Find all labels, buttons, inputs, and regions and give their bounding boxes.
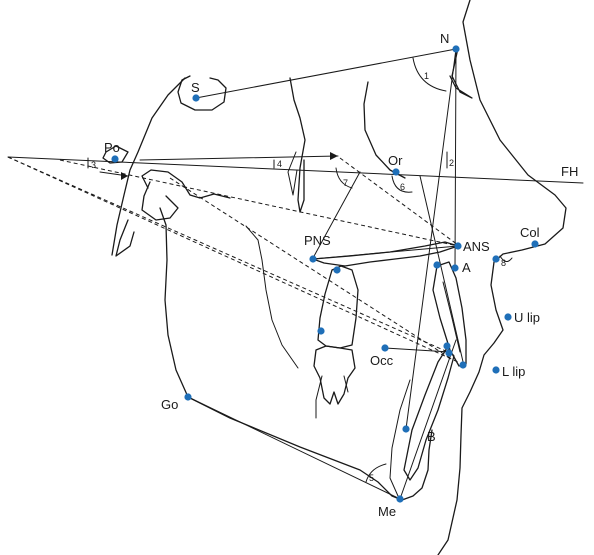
label-me: Me (378, 504, 396, 519)
upper-incisor-root (442, 281, 461, 353)
landmark-point-ulip (504, 313, 512, 321)
landmark-point-ans (454, 242, 462, 250)
angle-arc-6 (391, 175, 413, 193)
mastoid (115, 219, 135, 257)
landmark-point-pns (309, 255, 317, 263)
landmark-point-ul-root (443, 342, 451, 350)
upper-molar (317, 265, 359, 349)
landmark-point-ui-root (433, 261, 441, 269)
mandible-outline (159, 207, 433, 501)
angle-number-8: 8 (501, 258, 506, 268)
label-go: Go (161, 397, 178, 412)
orbit-wall (287, 151, 298, 196)
label-llip: L lip (502, 364, 525, 379)
lower-incisor-axis (399, 339, 457, 500)
landmark-point-incisor-tip-upper (459, 361, 467, 369)
landmark-point-llip (492, 366, 500, 374)
label-or: Or (388, 153, 403, 168)
angle-arc-7 (335, 167, 353, 189)
angle-number-1: 1 (424, 71, 429, 81)
mandibular-plane (187, 396, 401, 500)
reference-lines (7, 48, 584, 500)
landmark-point-po (111, 155, 119, 163)
landmark-point-molar-lower (317, 327, 325, 335)
angle-arc-5 (365, 463, 387, 483)
landmark-point-occ (381, 344, 389, 352)
dashed-projection-2 (7, 156, 459, 363)
landmark-point-a (451, 264, 459, 272)
angle-number-2: 2 (449, 158, 454, 168)
label-col: Col (520, 225, 540, 240)
coronoid (141, 181, 179, 221)
angle-number-6: 6 (400, 182, 405, 192)
label-ulip: U lip (514, 310, 540, 325)
landmark-point-go (184, 393, 192, 401)
landmark-point-col (531, 240, 539, 248)
dashed-projection-3 (59, 159, 459, 247)
molar-root (315, 375, 349, 419)
fh-arrow (139, 155, 339, 161)
n-b-line (405, 48, 457, 430)
angle-arc-1 (412, 57, 447, 92)
landmark-point-molar-upper (333, 266, 341, 274)
landmark-point-ulip-top (492, 255, 500, 263)
landmark-point-b (402, 425, 410, 433)
palatal-plane (312, 245, 459, 260)
label-po: Po (104, 140, 120, 155)
landmark-point-or (392, 168, 400, 176)
sella-turcica (177, 75, 227, 111)
landmark-point-me (396, 495, 404, 503)
fh-plane (7, 156, 584, 184)
soft-tissue-profile (437, 0, 567, 555)
lower-symphysis (389, 379, 411, 497)
lower-molar (313, 345, 356, 405)
label-s: S (191, 80, 200, 95)
upper-incisor-axis (419, 175, 465, 367)
landmark-point-s (192, 94, 200, 102)
landmark-point-n (452, 45, 460, 53)
dashed-projection-1 (7, 156, 449, 353)
lower-incisor (403, 347, 455, 481)
label-a: A (462, 260, 471, 275)
label-occ: Occ (370, 353, 394, 368)
occlusal-plane (384, 347, 451, 353)
n-a-line (454, 48, 457, 269)
dashed-projection-5 (169, 177, 451, 359)
landmark-point-incisor-tip-lower (445, 349, 453, 357)
angle-number-5: 5 (369, 473, 374, 483)
sn-line (195, 48, 457, 99)
pterygoid (245, 225, 299, 369)
label-ans: ANS (463, 239, 490, 254)
anatomy-outlines (102, 0, 567, 555)
sphenoid-wing (289, 77, 306, 213)
cranial-outline (111, 77, 186, 256)
angle-number-4: 4 (277, 159, 282, 169)
angle-number-7: 7 (343, 178, 348, 188)
angle-arcs (87, 57, 513, 483)
landmark-points (111, 45, 539, 503)
pns-perpendicular (312, 171, 361, 259)
label-b: B (427, 429, 436, 444)
angle-numbers: 1 2 3 4 5 6 7 8 (91, 71, 506, 483)
fh-arrowhead (330, 152, 338, 160)
label-pns: PNS (304, 233, 331, 248)
landmark-labels: N S Po Or PNS ANS A Col U lip Occ L lip … (104, 31, 578, 519)
angle-number-3: 3 (91, 160, 96, 170)
condyle (141, 169, 231, 199)
label-n: N (440, 31, 449, 46)
angle-arc-8 (499, 255, 513, 262)
dashed-projection-4 (339, 157, 459, 246)
label-fh: FH (561, 164, 578, 179)
